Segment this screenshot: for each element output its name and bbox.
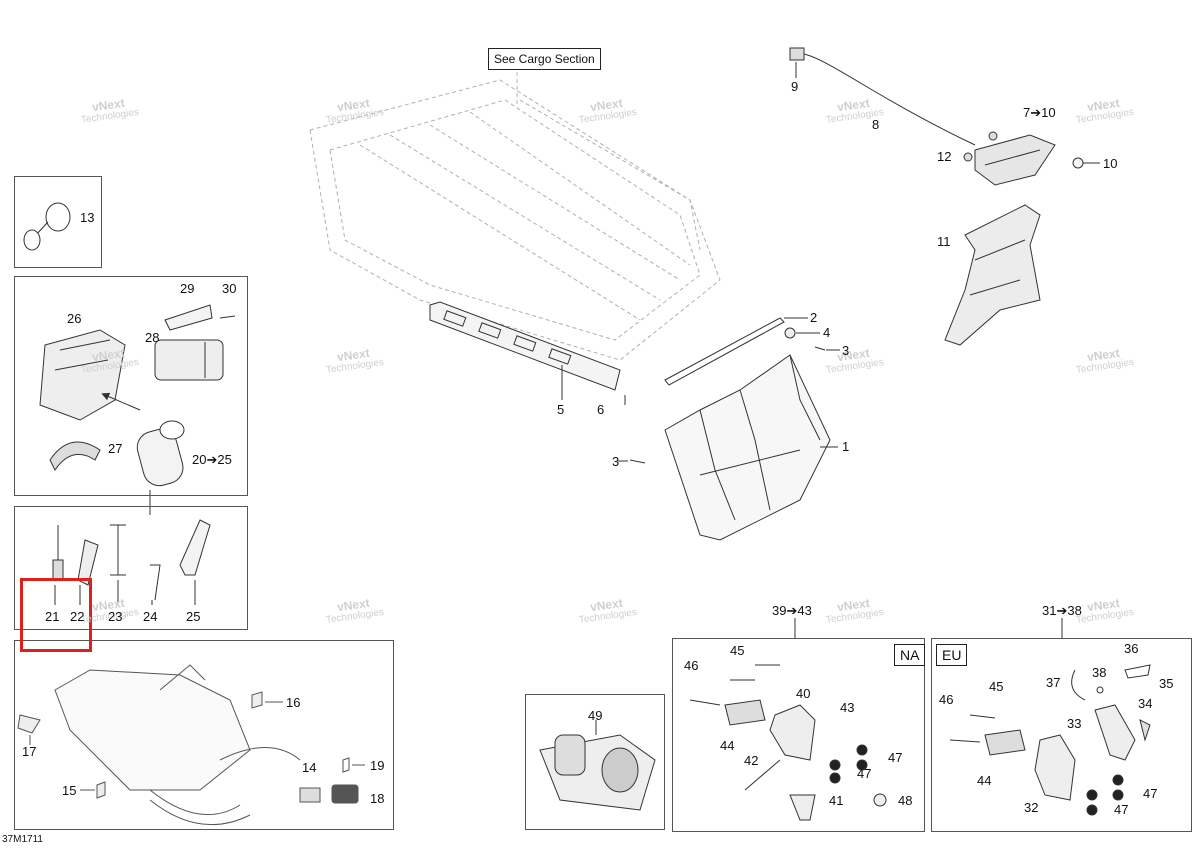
- callout-13: 13: [80, 210, 95, 225]
- hitch-na-frame: [672, 638, 925, 832]
- callout-40: 40: [796, 686, 811, 701]
- callout-26: 26: [67, 311, 82, 326]
- callout-19: 19: [370, 758, 385, 773]
- toolkit-art: [39, 304, 236, 515]
- callout-28: 28: [145, 330, 160, 345]
- callout-12: 12: [937, 149, 952, 164]
- callout-15: 15: [62, 783, 77, 798]
- hitch-na-art: [689, 618, 887, 821]
- callout-18: 18: [370, 791, 385, 806]
- callout-35: 35: [1159, 676, 1174, 691]
- callout-45: 45: [989, 679, 1004, 694]
- callout-7-10: 7➔10: [1023, 105, 1056, 120]
- callout-47: 47: [1143, 786, 1158, 801]
- callout-27: 27: [108, 441, 123, 456]
- callout-41: 41: [829, 793, 844, 808]
- strip-part: [664, 317, 785, 386]
- callout-1: 1: [842, 439, 850, 454]
- callout-25: 25: [186, 609, 201, 624]
- inset-13-frame: [14, 176, 102, 268]
- callout-48: 48: [898, 793, 913, 808]
- taillight-part: [963, 131, 1100, 186]
- callout-37: 37: [1046, 675, 1061, 690]
- callout-3: 3: [612, 454, 620, 469]
- toolkit-frame: [14, 276, 248, 496]
- see-cargo-section-note: See Cargo Section: [488, 48, 601, 70]
- callout-44: 44: [720, 738, 735, 753]
- callout-47: 47: [1114, 802, 1129, 817]
- callout-4: 4: [823, 325, 831, 340]
- side-rail-part: [429, 301, 626, 405]
- callout-47: 47: [857, 766, 872, 781]
- callout-46: 46: [939, 692, 954, 707]
- winch-art: [539, 720, 656, 811]
- taillight-harness: [789, 47, 976, 146]
- snowmobile-art: [17, 664, 365, 826]
- callout-43: 43: [840, 700, 855, 715]
- callout-2: 2: [810, 310, 818, 325]
- callout-34: 34: [1138, 696, 1153, 711]
- callout-29: 29: [180, 281, 195, 296]
- callout-30: 30: [222, 281, 237, 296]
- callout-39-43: 39➔43: [772, 603, 812, 618]
- callout-22: 22: [70, 609, 85, 624]
- callout-49: 49: [588, 708, 603, 723]
- callout-24: 24: [143, 609, 158, 624]
- callout-42: 42: [744, 753, 759, 768]
- taillight-housing-part: [944, 204, 1041, 346]
- callout-16: 16: [286, 695, 301, 710]
- flap-part: [618, 354, 838, 541]
- callout-17: 17: [22, 744, 37, 759]
- callout-45: 45: [730, 643, 745, 658]
- inset-13-art: [23, 202, 71, 251]
- hitch-eu-frame: [931, 638, 1192, 832]
- callout-5: 5: [557, 402, 565, 417]
- document-code: 37M1711: [2, 834, 43, 845]
- winch-frame: [525, 694, 665, 830]
- callout-44: 44: [977, 773, 992, 788]
- callout-6: 6: [597, 402, 605, 417]
- region-tag-eu: EU: [936, 644, 968, 666]
- callout-20-25: 20➔25: [192, 452, 232, 467]
- tools-frame: [14, 506, 248, 630]
- highlight-box-21-22: [20, 578, 92, 652]
- hitch-eu-art: [949, 618, 1151, 816]
- callout-31-38: 31➔38: [1042, 603, 1082, 618]
- callout-38: 38: [1092, 665, 1107, 680]
- callout-46: 46: [684, 658, 699, 673]
- callout-8: 8: [872, 117, 880, 132]
- region-tag-na: NA: [894, 644, 926, 666]
- callout-23: 23: [108, 609, 123, 624]
- vehicle-frame: [14, 640, 394, 830]
- cargo-rack-ghost: [309, 72, 721, 361]
- callout-32: 32: [1024, 800, 1039, 815]
- callout-10: 10: [1103, 156, 1118, 171]
- callout-47: 47: [888, 750, 903, 765]
- callout-9: 9: [791, 79, 799, 94]
- callout-21: 21: [45, 609, 60, 624]
- callout-11: 11: [937, 234, 951, 249]
- callout-33: 33: [1067, 716, 1082, 731]
- callout-3: 3: [842, 343, 850, 358]
- callout-36: 36: [1124, 641, 1139, 656]
- callout-14: 14: [302, 760, 317, 775]
